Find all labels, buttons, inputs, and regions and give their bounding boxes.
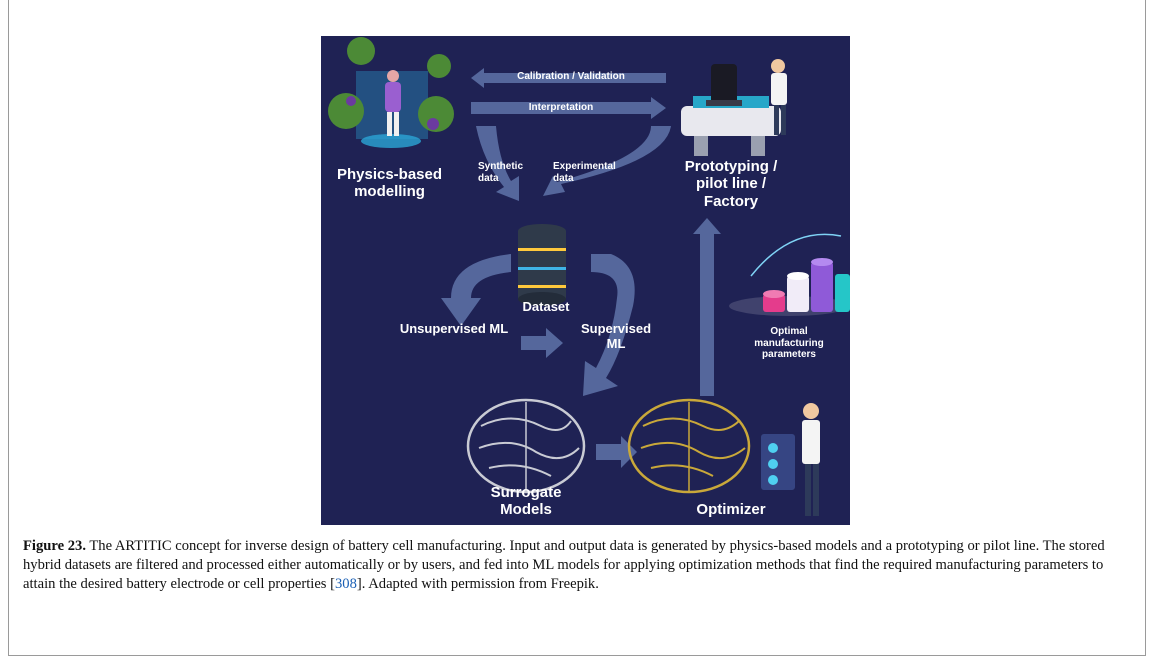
diagram-graphics bbox=[328, 37, 850, 516]
surrogate-label: Surrogate Models bbox=[490, 484, 562, 519]
surrogate-to-optimizer-arrow bbox=[596, 436, 637, 468]
caption-text-end: ]. Adapted with permission from Freepik. bbox=[356, 576, 599, 592]
optimizer-label: Optimizer bbox=[696, 501, 766, 518]
experimental-data-arrow bbox=[543, 126, 671, 196]
figure-caption: Figure 23. The ARTITIC concept for inver… bbox=[23, 537, 1128, 594]
unsupervised-arrow bbox=[441, 254, 511, 326]
caption-text: The ARTITIC concept for inverse design o… bbox=[23, 538, 1105, 592]
artitic-diagram: Calibration / Validation Interpretation … bbox=[321, 36, 850, 525]
calibration-arrow bbox=[471, 68, 666, 88]
supervised-label: Supervised ML bbox=[580, 321, 652, 351]
brain-right-icon bbox=[627, 398, 751, 494]
unsupervised-to-supervised-arrow bbox=[521, 328, 563, 358]
database-icon bbox=[518, 224, 566, 306]
physics-label: Physics-based modelling bbox=[336, 166, 443, 201]
caption-label: Figure 23. bbox=[23, 538, 86, 554]
figure-frame bbox=[8, 0, 1146, 656]
scientist-illustration bbox=[761, 403, 820, 516]
prototyping-label: Prototyping / pilot line / Factory bbox=[684, 158, 778, 210]
brain-left-icon bbox=[466, 398, 586, 494]
supervised-arrow bbox=[583, 254, 635, 396]
synthetic-data-arrow bbox=[476, 126, 519, 201]
prototyping-illustration bbox=[681, 59, 787, 156]
optimal-label: Optimal manufacturing parameters bbox=[754, 326, 824, 360]
unsupervised-label: Unsupervised ML bbox=[399, 321, 509, 336]
interpretation-label: Interpretation bbox=[528, 102, 594, 113]
physics-illustration bbox=[328, 37, 454, 148]
dataset-label: Dataset bbox=[522, 299, 570, 314]
experimental-data-label: Experimental data bbox=[553, 161, 616, 184]
interpretation-arrow bbox=[471, 97, 666, 119]
calibration-label: Calibration / Validation bbox=[517, 71, 625, 82]
citation-link[interactable]: 308 bbox=[335, 576, 357, 592]
synthetic-data-label: Synthetic data bbox=[478, 161, 524, 184]
chart-illustration bbox=[729, 233, 850, 316]
upward-arrow bbox=[693, 218, 721, 396]
